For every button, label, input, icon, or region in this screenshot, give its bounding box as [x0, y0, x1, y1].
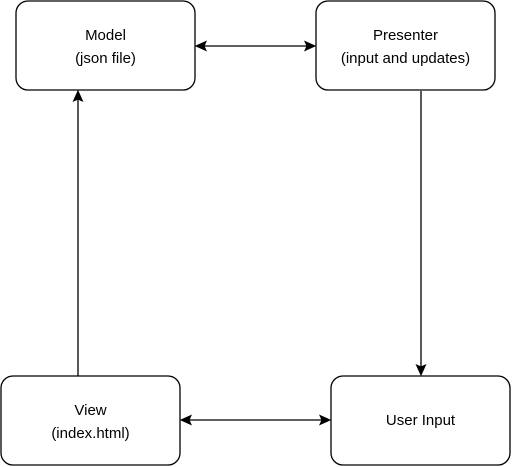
edge-model-presenter — [194, 40, 317, 52]
arrowhead-right-icon — [304, 40, 317, 52]
edge-view-model — [72, 89, 84, 376]
arrowhead-up-icon — [72, 89, 84, 102]
node-view-subtitle: (index.html) — [51, 425, 129, 442]
edge-view-user-input — [179, 414, 332, 426]
node-presenter-subtitle: (input and updates) — [341, 50, 470, 67]
node-presenter-title: Presenter — [373, 27, 438, 44]
node-model-box — [15, 0, 196, 91]
node-view-box — [0, 375, 181, 466]
edges — [72, 40, 427, 426]
node-user-input-title: User Input — [386, 412, 456, 429]
arrowhead-left-icon — [179, 414, 192, 426]
edge-presenter-user-input — [415, 91, 427, 377]
arrowhead-left-icon — [194, 40, 207, 52]
arrowhead-right-icon — [319, 414, 332, 426]
node-model-title: Model — [85, 27, 126, 44]
node-presenter-box — [315, 0, 496, 91]
node-view-title: View — [74, 402, 106, 419]
node-model-subtitle: (json file) — [75, 50, 136, 67]
arrowhead-down-icon — [415, 364, 427, 377]
node-user-input-box — [330, 375, 511, 466]
node-presenter: Presenter (input and updates) — [315, 0, 496, 91]
node-user-input: User Input — [330, 375, 511, 466]
node-view: View (index.html) — [0, 375, 181, 466]
node-model: Model (json file) — [15, 0, 196, 91]
